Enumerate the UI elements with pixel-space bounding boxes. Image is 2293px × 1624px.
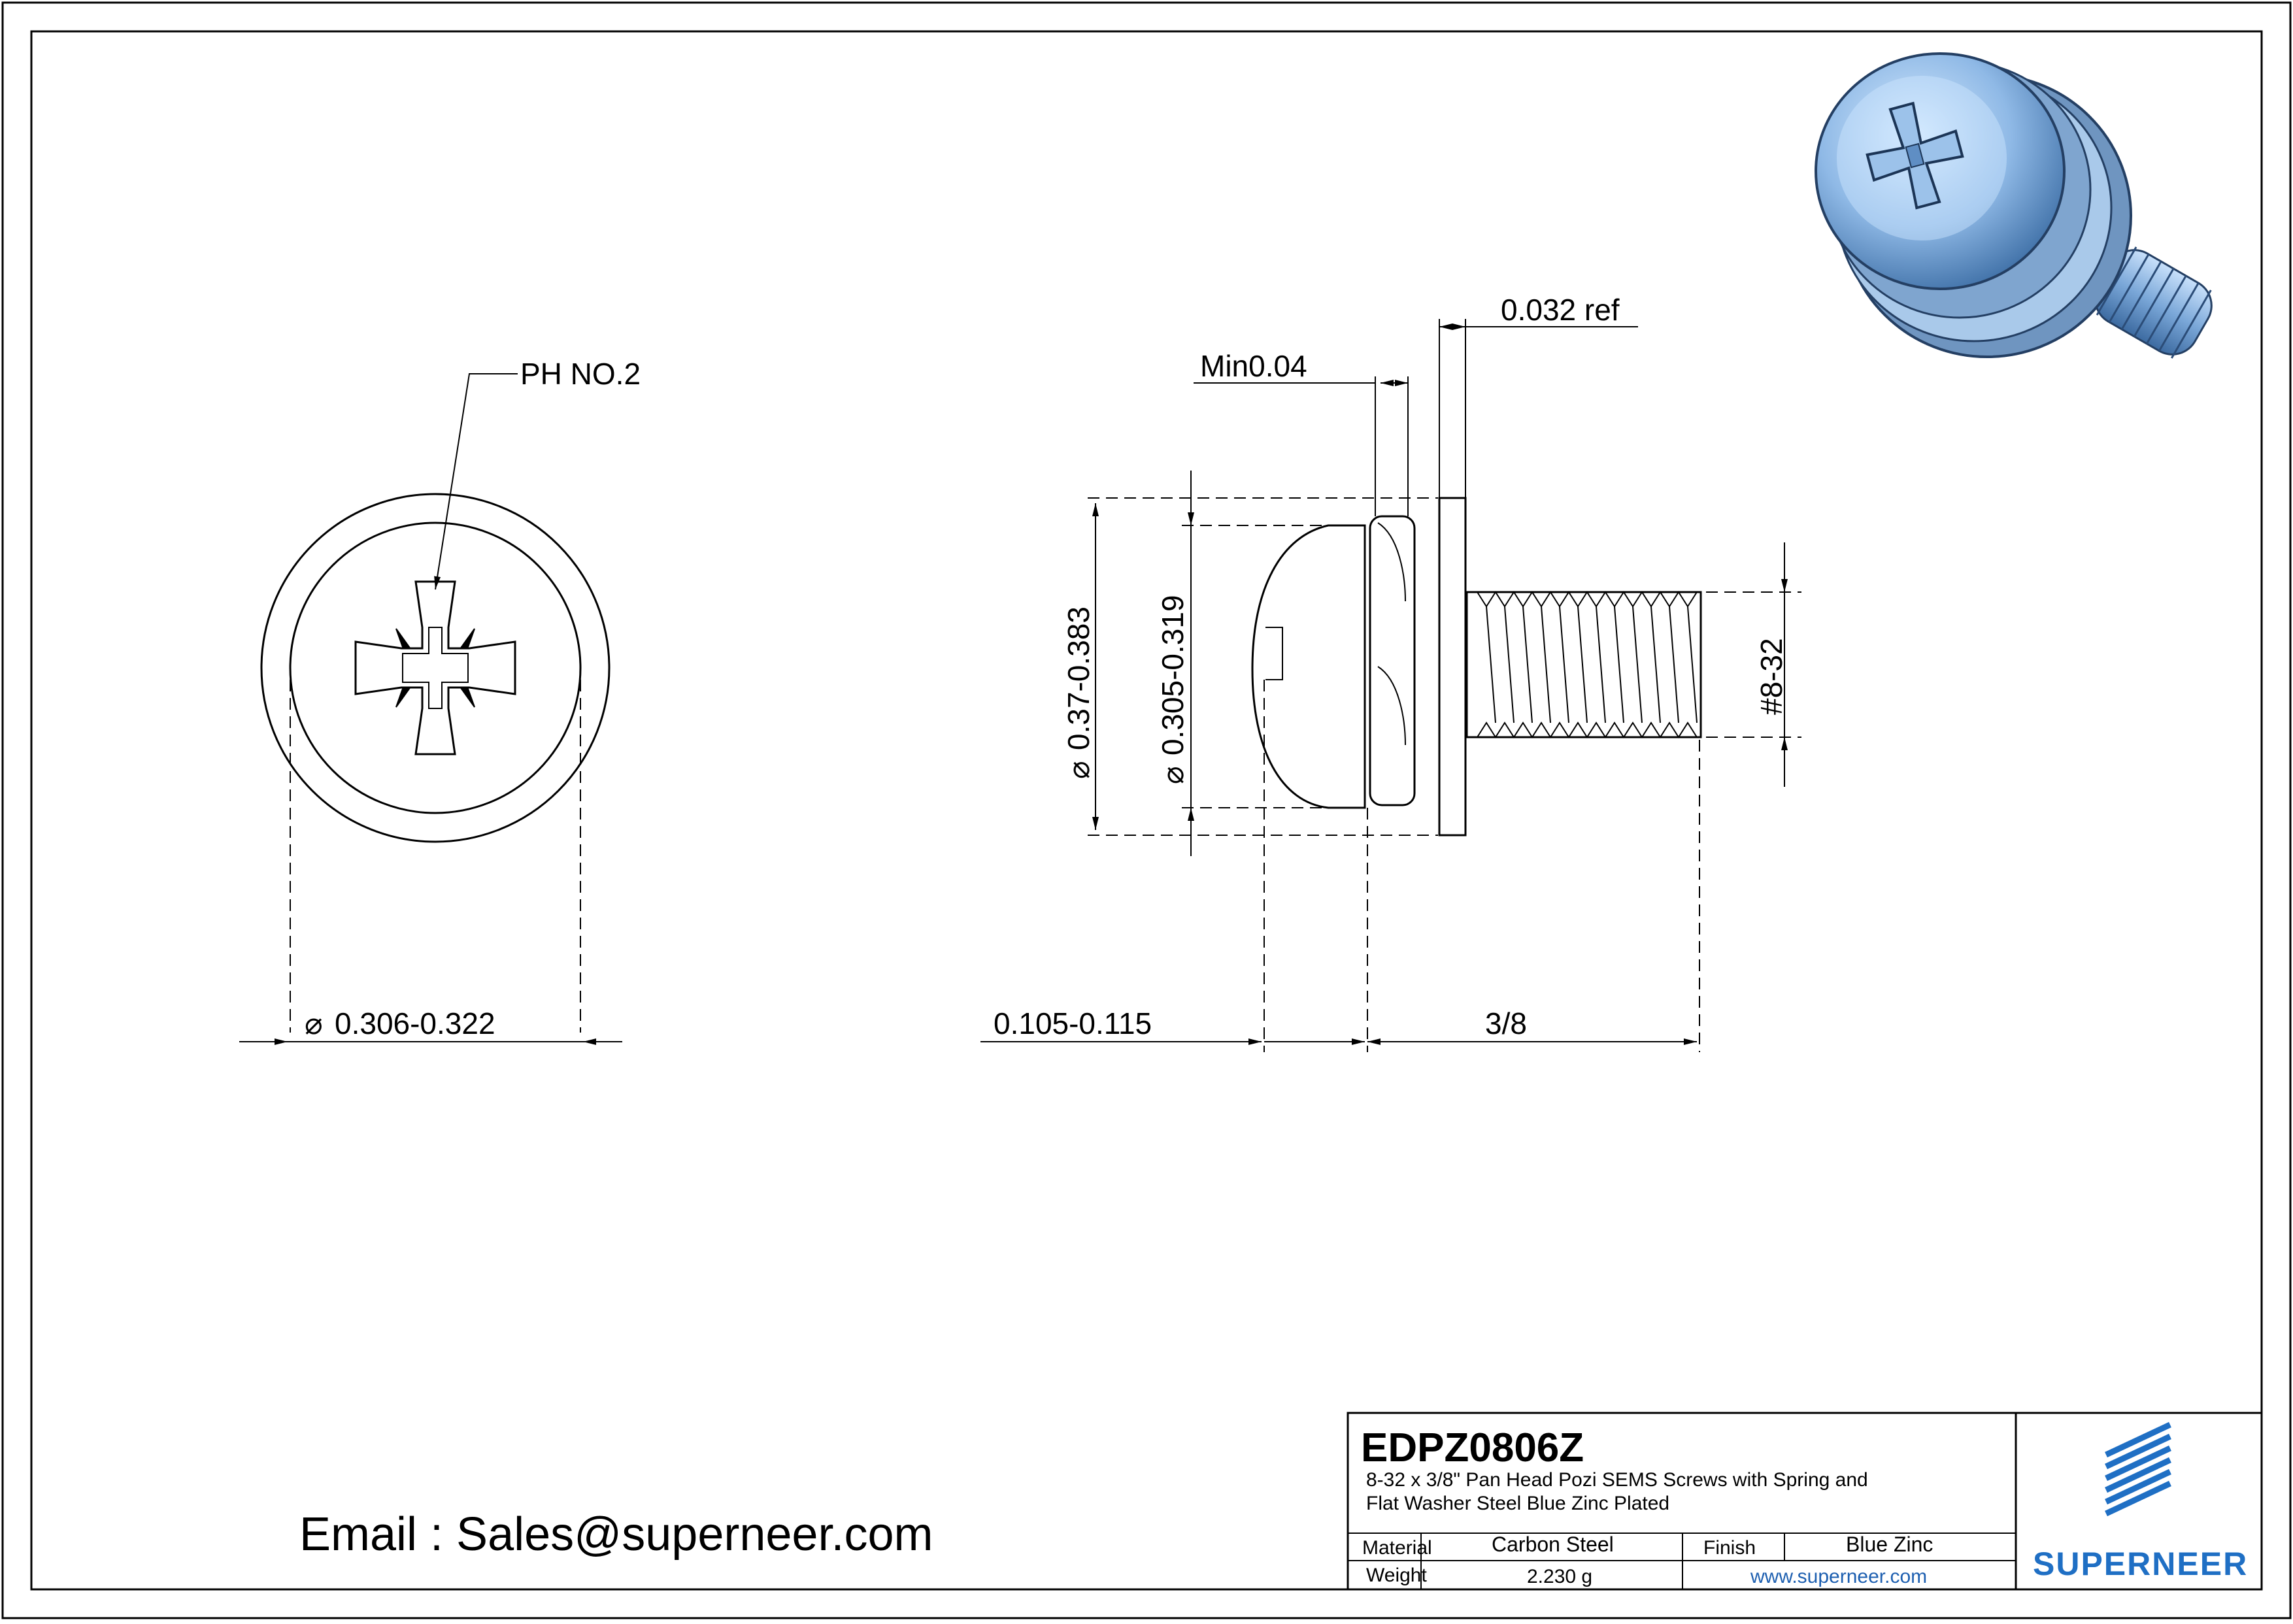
dim-length: 3/8	[1485, 1006, 1527, 1040]
thread-flanks	[1486, 606, 1698, 723]
head-recess-slot	[1265, 627, 1283, 680]
render-recess	[1866, 101, 1964, 210]
title-block	[1347, 1412, 2263, 1591]
dim-washer-thickness: 0.032 ref	[1501, 293, 1620, 327]
finish-label: Finish	[1703, 1537, 1756, 1559]
drive-leader	[434, 373, 518, 590]
dim-head-dia-front: 0.306-0.322	[335, 1006, 495, 1040]
spring-washer	[1369, 515, 1416, 806]
material-value: Carbon Steel	[1492, 1533, 1614, 1556]
pozi-ticks	[395, 628, 475, 708]
flat-washer	[1438, 497, 1467, 837]
description-line-2: Flat Washer Steel Blue Zinc Plated	[1366, 1493, 1669, 1514]
dia-symbol-washer: ⌀	[1062, 761, 1096, 779]
thread-body	[1465, 591, 1702, 738]
dim-washer-dia: 0.37-0.383	[1062, 606, 1096, 750]
title-block-frame	[1347, 1412, 2263, 1591]
weight-value: 2.230 g	[1527, 1566, 1592, 1587]
part-number: EDPZ0806Z	[1361, 1425, 1584, 1470]
website-link[interactable]: www.superneer.com	[1750, 1566, 1927, 1587]
thread-zigzag-top	[1477, 591, 1698, 608]
spring-washer-curl	[1377, 522, 1406, 746]
dia-symbol-side: ⌀	[1156, 766, 1190, 784]
description-line-1: 8-32 x 3/8" Pan Head Pozi SEMS Screws wi…	[1366, 1469, 1868, 1491]
contact-email: Email : Sales@superneer.com	[299, 1508, 933, 1561]
pozi-recess	[354, 580, 516, 755]
material-label: Material	[1362, 1537, 1432, 1559]
finish-value: Blue Zinc	[1846, 1533, 1933, 1556]
head-inner-circle	[289, 522, 582, 814]
drive-callout: PH NO.2	[520, 357, 641, 391]
dim-head-dia-side-group: ⌀ 0.305-0.319	[1156, 595, 1190, 784]
dim-head-dia-side: 0.305-0.319	[1156, 595, 1190, 755]
weight-label: Weight	[1366, 1565, 1427, 1586]
thread-zigzag-bottom	[1477, 721, 1698, 738]
inner-border	[30, 30, 2263, 1591]
pozi-recess-inner	[402, 627, 469, 709]
pan-head	[1251, 524, 1366, 809]
render-head	[1815, 52, 2066, 290]
dim-washer-dia-group: ⌀ 0.37-0.383	[1062, 606, 1096, 779]
side-view	[980, 319, 1801, 1052]
brand-name: SUPERNEER	[2033, 1546, 2248, 1582]
dia-symbol-front: ⌀	[305, 1006, 323, 1040]
screw-render	[1815, 52, 2213, 359]
render-shank	[2094, 246, 2213, 359]
dim-head-height: 0.105-0.115	[994, 1006, 1152, 1040]
front-view	[239, 373, 622, 1045]
dim-thread: #8-32	[1754, 638, 1788, 715]
dim-min-gap: Min0.04	[1200, 349, 1307, 383]
brand-logo-icon	[2105, 1421, 2171, 1517]
head-outer-circle	[260, 493, 611, 843]
dim-thread-group: #8-32	[1754, 638, 1788, 715]
